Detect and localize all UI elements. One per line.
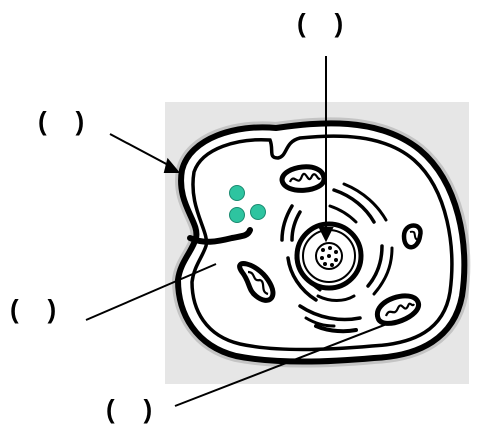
granule-1 (229, 185, 245, 201)
nucleus (294, 221, 364, 291)
label-bottom-blank: ( ) (106, 394, 153, 424)
mitochondrion-top (279, 164, 327, 193)
pointer-left (109, 133, 173, 168)
pointer-lower-left (85, 263, 217, 321)
label-left-blank: ( ) (38, 106, 85, 136)
granule-2 (229, 207, 245, 223)
arrowhead-top (318, 227, 334, 243)
label-lower-left-blank: ( ) (10, 294, 57, 324)
pointer-bottom (174, 321, 393, 407)
pointer-lines (85, 56, 393, 407)
label-top-blank: ( ) (297, 8, 344, 38)
mitochondrion-left (237, 261, 276, 303)
granule-3 (250, 204, 266, 220)
membrane-fold (187, 227, 253, 245)
arrowhead-left (163, 157, 181, 173)
mitochondrion-right (401, 223, 423, 250)
